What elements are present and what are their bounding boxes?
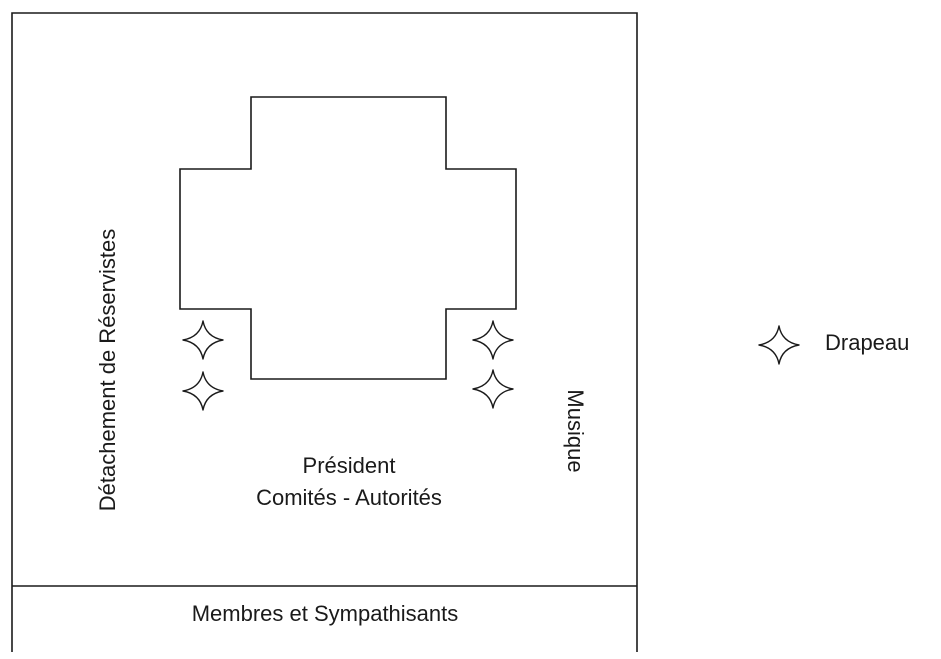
committees-label: Comités - Autorités — [256, 485, 442, 510]
flag-icon — [472, 320, 514, 360]
flag-icon — [182, 371, 224, 411]
legend-label: Drapeau — [825, 330, 910, 355]
reservists-label: Détachement de Réservistes — [95, 228, 120, 512]
members-label: Membres et Sympathisants — [191, 601, 459, 626]
outer-frame — [11, 12, 638, 652]
music-label: Musique — [563, 389, 588, 473]
flag-icon — [182, 320, 224, 360]
flag-icon — [472, 369, 514, 409]
cross-monument — [179, 96, 517, 380]
legend-flag-icon — [758, 325, 800, 365]
president-label: Président — [302, 453, 396, 478]
